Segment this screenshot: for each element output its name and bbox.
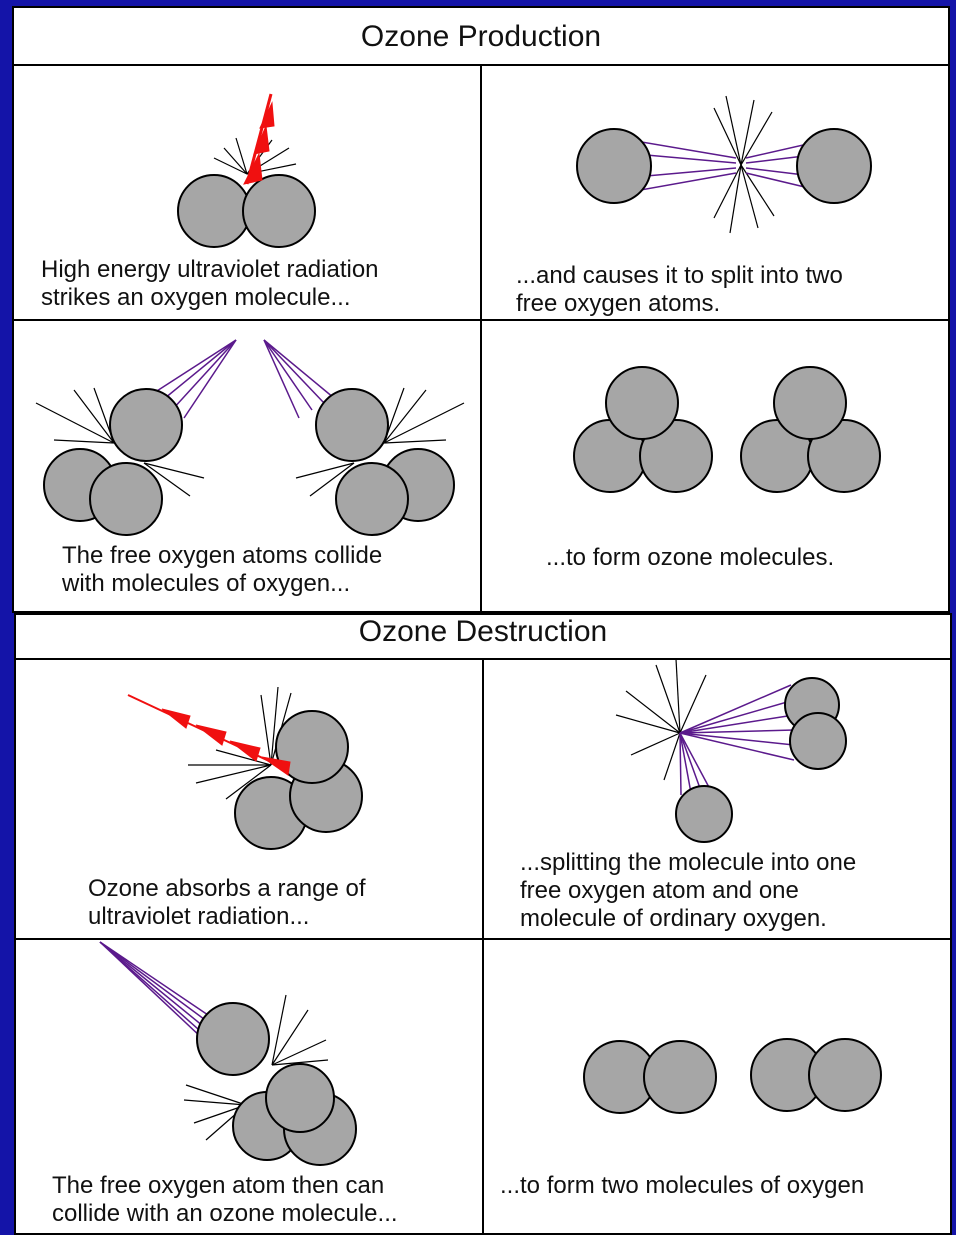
oxygen-atom xyxy=(243,175,315,247)
oxygen-atom xyxy=(606,367,678,439)
uv-strike-illustration xyxy=(178,94,315,247)
uv-absorb-illustration xyxy=(128,687,362,849)
collision-illustration xyxy=(36,340,464,535)
ozone-destruction-panel: Ozone Destruction Ozone absorbs a range … xyxy=(14,613,952,1235)
oxygen-atom xyxy=(110,389,182,461)
motion-rays xyxy=(680,685,794,795)
split-illustration xyxy=(577,96,871,233)
oxygen-atom xyxy=(266,1064,334,1132)
oxygen-atom xyxy=(797,129,871,203)
uv-arrow xyxy=(244,94,274,184)
oxygen-atom xyxy=(644,1041,716,1113)
oxygen-atom xyxy=(577,129,651,203)
oxygen-atom xyxy=(178,175,250,247)
collision-illustration xyxy=(100,942,356,1165)
split-illustration xyxy=(616,659,846,842)
oxygen-molecules-illustration xyxy=(584,1039,881,1113)
oxygen-atom xyxy=(774,367,846,439)
production-illustration xyxy=(14,8,948,611)
oxygen-atom xyxy=(336,463,408,535)
oxygen-atom xyxy=(197,1003,269,1075)
ozone-production-panel: Ozone Production High energy ultraviolet… xyxy=(12,6,950,613)
oxygen-atom xyxy=(316,389,388,461)
oxygen-atom xyxy=(676,786,732,842)
oxygen-atom xyxy=(790,713,846,769)
destruction-illustration xyxy=(16,615,950,1233)
ozone-molecules-illustration xyxy=(574,367,880,492)
oxygen-atom xyxy=(809,1039,881,1111)
oxygen-atom xyxy=(90,463,162,535)
